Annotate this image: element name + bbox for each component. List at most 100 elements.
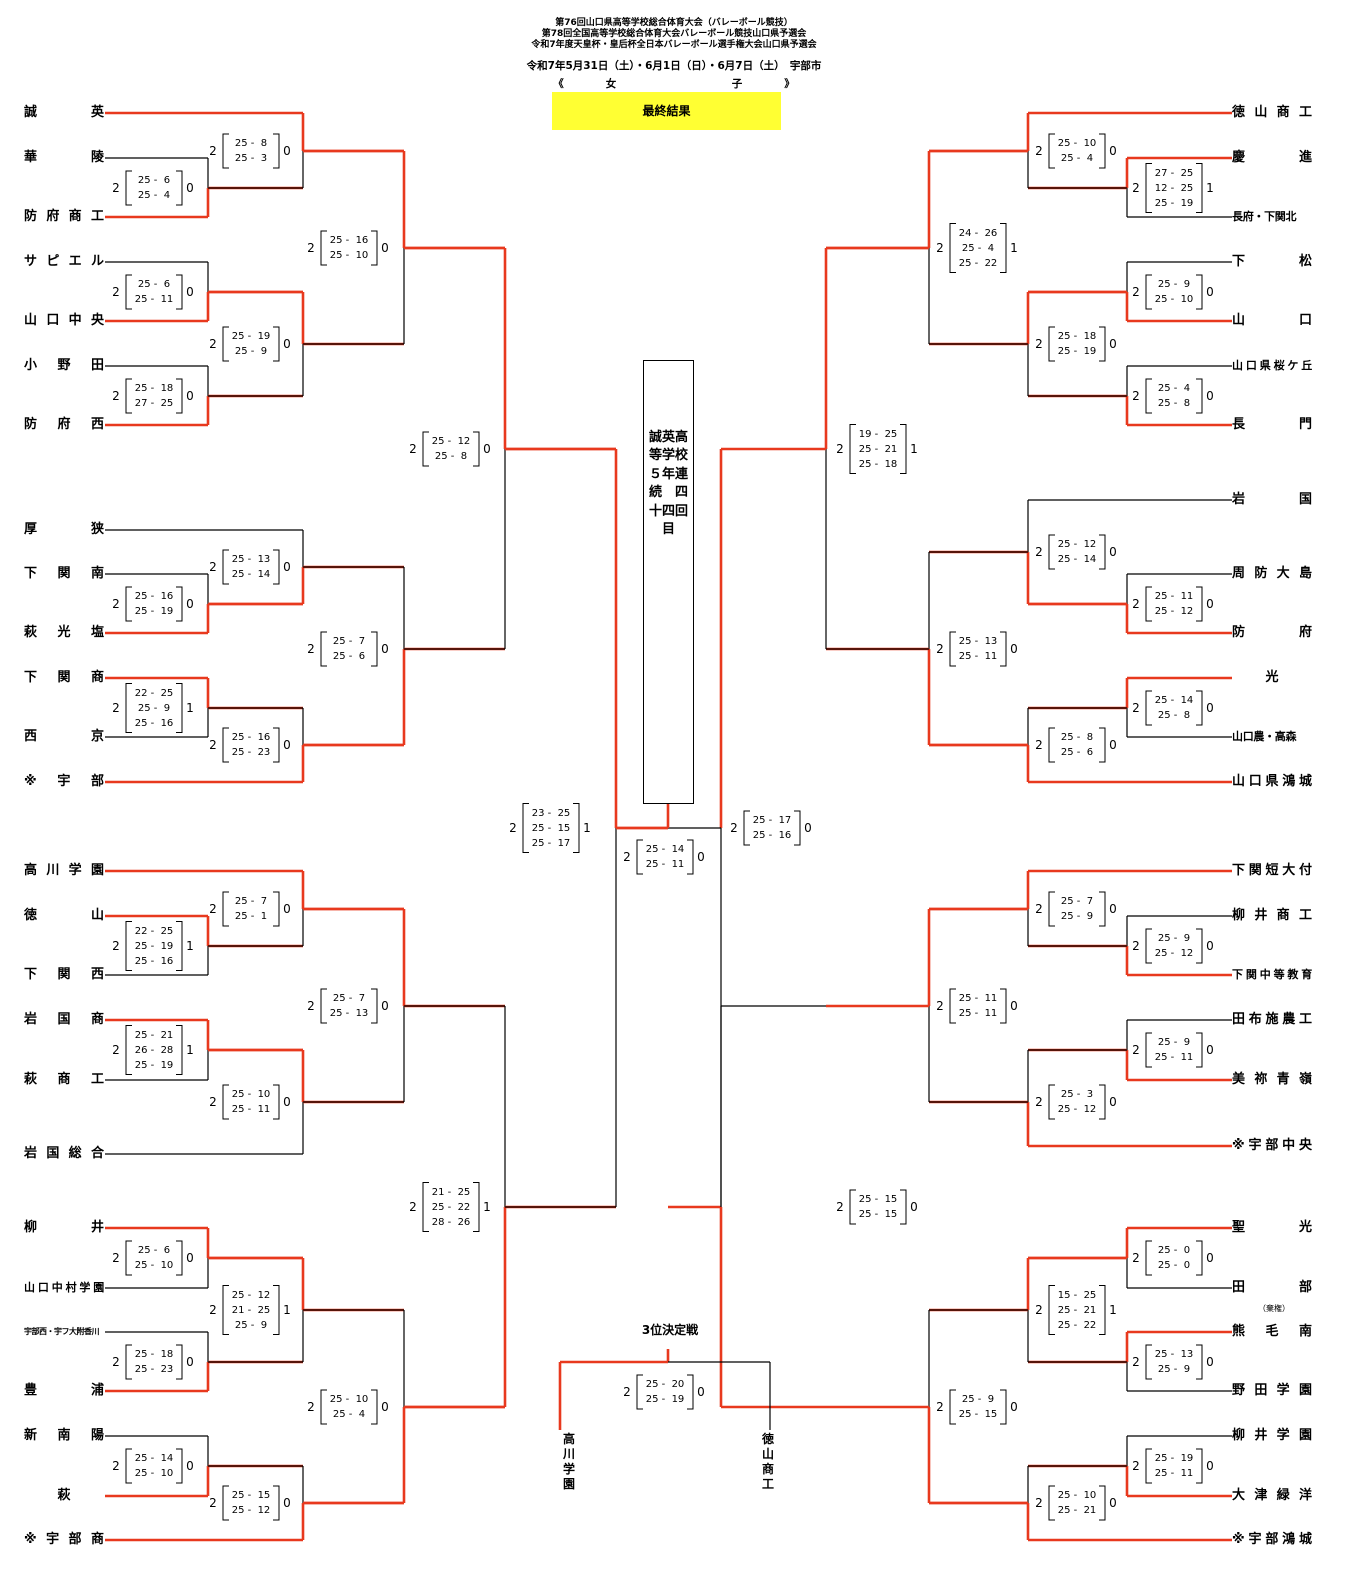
sets-lost: 0 [283,144,291,158]
score-bracket-left [1048,1285,1055,1335]
score-bracket-right [176,378,183,414]
team-name-left: 萩 [57,1488,71,1503]
set-score: 25 - 11 [134,294,174,305]
score-bracket-right [1196,1240,1203,1276]
score-bracket-left [949,1389,956,1425]
sets-won: 2 [112,597,120,611]
sets-lost: 1 [283,1303,291,1317]
score-bracket-left [422,431,429,467]
score-bracket-left [222,549,229,585]
score-bracket-left [1145,1448,1152,1484]
sets-won: 2 [836,1200,844,1214]
score-bracket [636,1374,643,1410]
set-score: 25 - 12 [231,1289,271,1301]
team-name-right: 田布施農工 [1232,1012,1312,1027]
score-bracket-left [125,378,132,414]
sets-lost: 0 [186,285,194,299]
set-score: 25 - 9 [1157,279,1191,290]
team-name-left: 防 府 西 [24,417,104,432]
score-bracket-left [1145,274,1152,310]
set-score: 25 - 19 [134,1059,174,1071]
team-name-right: 山口農・高森 [1232,730,1297,743]
third-place-set-score: 25 - 20 [645,1379,685,1390]
sets-won: 2 [112,181,120,195]
third-place-sets-won: 2 [623,1385,631,1399]
sets-won: 2 [1132,1355,1140,1369]
team-name-right: 岩 国 [1232,492,1312,507]
set-score: 25 - 11 [958,1008,998,1019]
score-bracket-left [1048,1485,1055,1521]
set-score: 25 - 13 [1154,1349,1194,1360]
score-bracket-right [176,1448,183,1484]
sets-lost: 0 [1206,1251,1214,1265]
team-name-right: 周 防 大 島 [1232,566,1312,581]
set-score: 25 - 4 [1157,383,1191,394]
title-line-3: 令和7年度天皇杯・皇后杯全日本バレーボール選手権大会山口県予選会 [531,40,817,50]
sets-lost: 0 [1206,1459,1214,1473]
set-score: 25 - 13 [231,554,271,565]
set-score: 25 - 1 [234,911,268,922]
sets-lost: 0 [283,738,291,752]
sets-won: 2 [409,1200,417,1214]
team-name-left: 下 関 西 [24,967,104,982]
team-name-right: 長 門 [1232,417,1312,432]
set-score: 22 - 25 [134,687,174,699]
set-score: 25 - 14 [1057,554,1097,565]
score-bracket-right [176,1025,183,1075]
team-name-left: 小 野 田 [24,358,104,373]
set-score: 25 - 12 [1057,1104,1097,1115]
team-name-right: 野 田 学 園 [1232,1383,1312,1398]
set-score: 25 - 15 [531,822,571,834]
set-score: 25 - 11 [1154,1052,1194,1063]
set-score: 25 - 22 [958,257,998,269]
set-score: 25 - 14 [231,569,271,580]
sets-lost: 0 [283,337,291,351]
sets-won: 2 [623,850,631,864]
score-bracket-right [273,549,280,585]
final-result-banner: 最終結果 [552,92,781,130]
set-score: 25 - 6 [332,651,366,662]
score-bracket-left [1048,891,1055,927]
score-bracket-left [222,727,229,763]
sets-won: 2 [307,642,315,656]
set-score: 25 - 11 [1154,1468,1194,1479]
score-bracket-right [900,1189,907,1225]
set-score: 25 - 9 [1157,1037,1191,1048]
set-score: 25 - 8 [1157,710,1191,721]
set-score: 19 - 25 [858,428,898,440]
team-name-right: 下関短大付 [1232,863,1312,878]
set-score: 25 - 8 [234,138,268,149]
sets-won: 2 [112,939,120,953]
team-name-left: 岩 国 商 [24,1012,104,1027]
score-bracket-left [125,921,132,971]
score-bracket-right [687,839,694,875]
set-score: 24 - 26 [958,227,998,239]
team-name-left: 誠 英 [24,105,104,120]
score-bracket-right [900,424,907,474]
score-bracket-left [125,1448,132,1484]
score-bracket-right [1099,1485,1106,1521]
set-score: 25 - 14 [1154,695,1194,706]
set-score: 25 - 10 [134,1468,174,1479]
score-bracket-left [1048,1084,1055,1120]
set-score: 25 - 15 [958,1409,998,1420]
sets-lost: 0 [283,1496,291,1510]
team-name-right: 下 松 [1232,254,1312,269]
score-bracket-left [1145,378,1152,414]
set-score: 25 - 22 [431,1201,471,1213]
set-score: 25 - 12 [1154,948,1194,959]
set-score: 25 - 6 [137,279,171,290]
score-bracket-left [1145,690,1152,726]
score-bracket-right [1196,274,1203,310]
set-score: 25 - 10 [134,1260,174,1271]
set-score: 25 - 21 [134,1029,174,1041]
sets-lost: 0 [381,241,389,255]
third-place-set-score: 25 - 19 [645,1394,685,1405]
set-score: 25 - 10 [329,250,369,261]
sets-lost: 1 [1206,181,1214,195]
score-bracket-right [573,803,580,853]
sets-won: 2 [936,241,944,255]
set-score: 25 - 12 [1057,539,1097,550]
sets-lost: 0 [1206,701,1214,715]
